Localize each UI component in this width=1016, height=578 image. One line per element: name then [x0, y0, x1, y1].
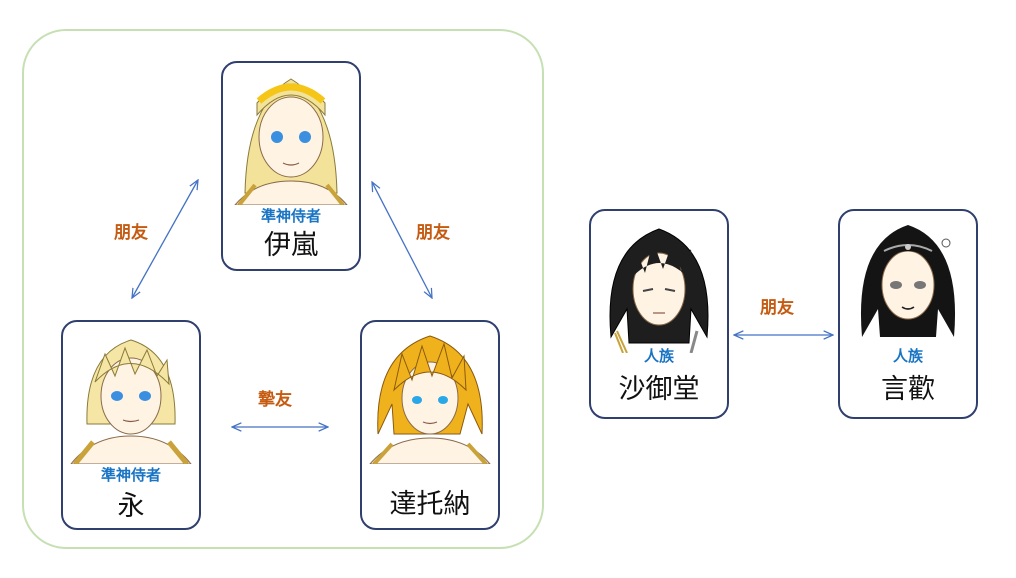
portrait-datona [369, 335, 491, 464]
character-name: 永 [117, 491, 145, 522]
relation-label-yilan-datona: 朋友 [416, 223, 450, 243]
portrait-yilan [234, 78, 348, 205]
character-name: 達托納 [389, 489, 471, 520]
portrait-yanhuan [860, 225, 956, 337]
portrait-shayudo [609, 228, 709, 353]
character-card-yong[interactable]: 準神侍者 永 [61, 320, 201, 530]
race-label: 人族 [892, 347, 923, 365]
character-card-yanhuan[interactable]: 人族 言歡 [838, 209, 978, 419]
race-label: 準神侍者 [260, 207, 321, 225]
relation-label-shayudo-yanhuan: 朋友 [760, 298, 794, 318]
relation-label-yong-datona: 摯友 [258, 390, 292, 410]
race-label: 人族 [643, 347, 674, 365]
character-card-datona[interactable]: 達托納 [360, 320, 500, 530]
character-name: 言歡 [881, 374, 935, 405]
group-frame [22, 29, 544, 549]
arrow-yilan-yong [132, 180, 198, 298]
character-card-yilan[interactable]: 準神侍者 伊嵐 [221, 61, 361, 271]
character-name: 伊嵐 [264, 230, 318, 261]
arrow-yilan-datona [372, 182, 432, 298]
character-name: 沙御堂 [618, 374, 700, 405]
character-card-shayudo[interactable]: 人族 沙御堂 [589, 209, 729, 419]
relation-label-yilan-yong: 朋友 [114, 223, 148, 243]
portrait-yong [70, 339, 192, 464]
race-label: 準神侍者 [100, 466, 161, 484]
